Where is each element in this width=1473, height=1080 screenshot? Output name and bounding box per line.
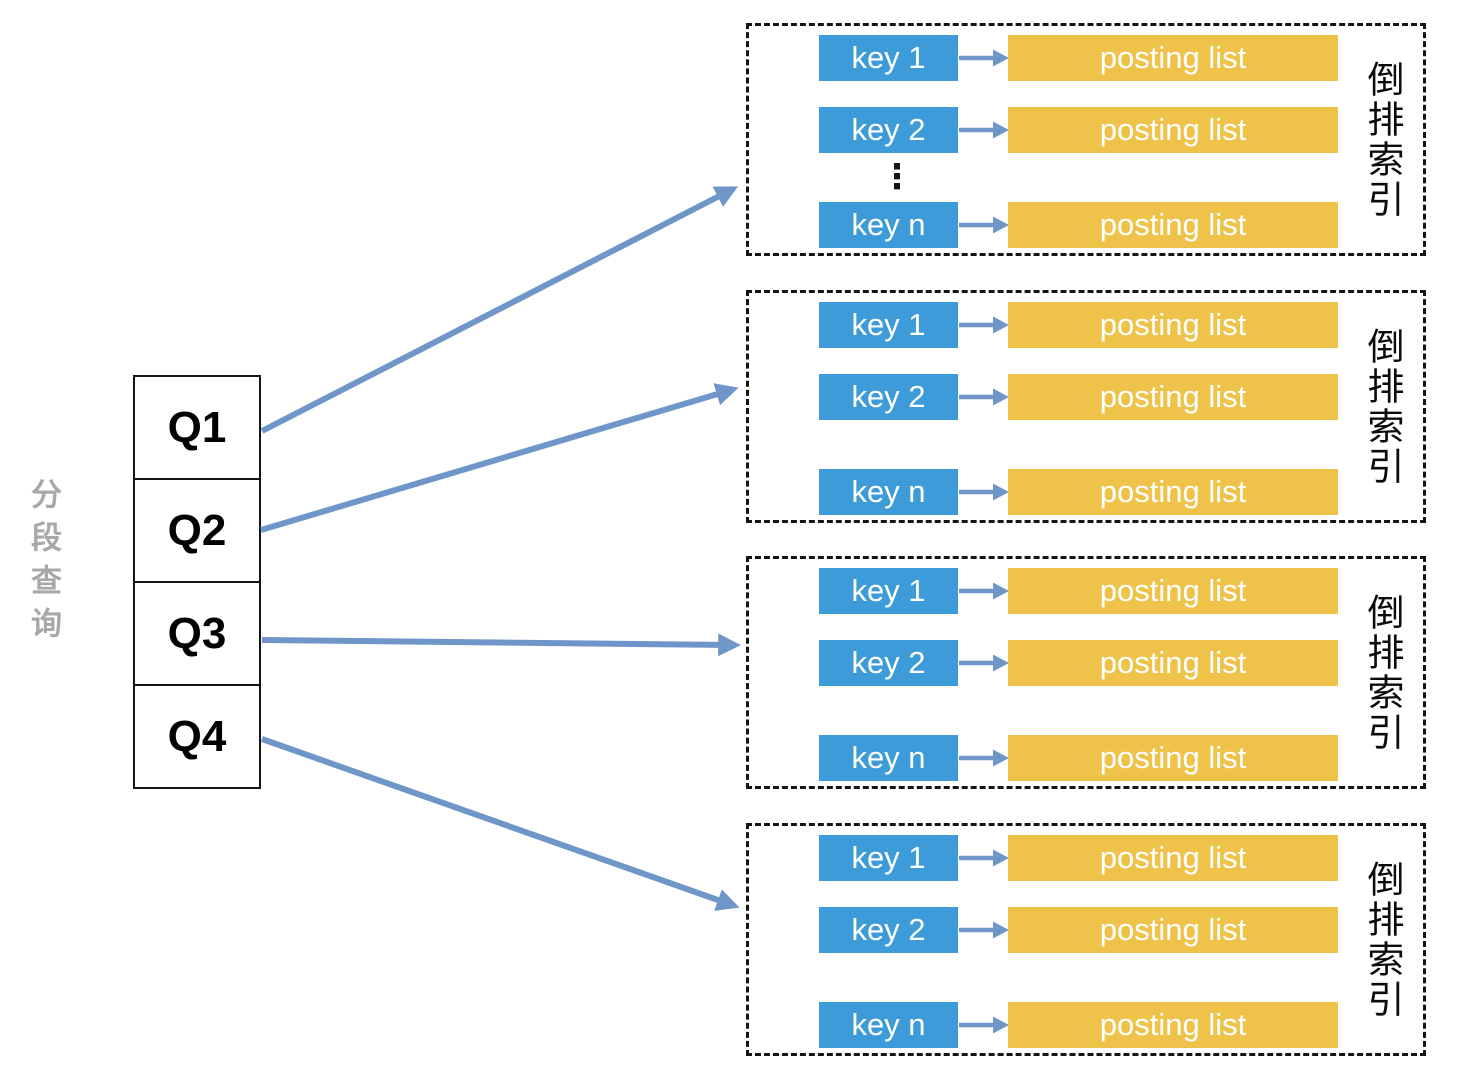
posting-list-label: posting list — [1099, 379, 1247, 414]
arrow-q2-to-index2 — [260, 383, 739, 533]
index-row: key 1 posting list — [749, 302, 1423, 348]
key-label: key n — [851, 1007, 926, 1042]
key-label: key 2 — [851, 645, 926, 680]
query-cell: Q2 — [135, 480, 259, 583]
arrow-q1-to-index1 — [260, 186, 739, 434]
posting-list-label: posting list — [1099, 840, 1247, 875]
query-cell-label: Q4 — [167, 711, 227, 761]
key-to-posting-arrow — [959, 483, 1009, 501]
inverted-index-group-1: key 1 posting list key 2 posting list ke… — [746, 23, 1426, 256]
query-cell-label: Q2 — [167, 505, 227, 555]
key-box: key n — [819, 469, 958, 515]
posting-list-box: posting list — [1008, 202, 1338, 248]
posting-list-label: posting list — [1099, 307, 1247, 342]
posting-list-box: posting list — [1008, 640, 1338, 686]
vertical-ellipsis: ⋮ — [880, 157, 914, 197]
key-box: key n — [819, 1002, 958, 1048]
key-box: key 1 — [819, 35, 958, 81]
query-stack: Q1 Q2 Q3 Q4 — [133, 375, 261, 789]
index-row: key 2 posting list — [749, 374, 1423, 420]
key-to-posting-arrow — [959, 749, 1009, 767]
query-cell-label: Q3 — [167, 608, 227, 658]
posting-list-label: posting list — [1099, 740, 1247, 775]
key-to-posting-arrow — [959, 49, 1009, 67]
key-to-posting-arrow — [959, 216, 1009, 234]
posting-list-box: posting list — [1008, 568, 1338, 614]
index-row: key n posting list — [749, 1002, 1423, 1048]
key-box: key n — [819, 202, 958, 248]
query-cell: Q1 — [135, 377, 259, 480]
key-label: key n — [851, 740, 926, 775]
posting-list-label: posting list — [1099, 645, 1247, 680]
posting-list-box: posting list — [1008, 835, 1338, 881]
posting-list-box: posting list — [1008, 907, 1338, 953]
index-row: key n posting list — [749, 202, 1423, 248]
inverted-index-label: 倒排索引 — [1362, 326, 1403, 487]
key-box: key 1 — [819, 835, 958, 881]
index-row: key 1 posting list — [749, 35, 1423, 81]
key-to-posting-arrow — [959, 1016, 1009, 1034]
posting-list-label: posting list — [1099, 112, 1247, 147]
inverted-index-label: 倒排索引 — [1362, 592, 1403, 753]
segmented-query-label: 分段查询 — [26, 478, 61, 650]
index-row: key 2 posting list — [749, 107, 1423, 153]
inverted-index-group-3: key 1 posting list key 2 posting list ke… — [746, 556, 1426, 789]
query-cell-label: Q1 — [167, 402, 227, 452]
key-to-posting-arrow — [959, 121, 1009, 139]
inverted-index-label: 倒排索引 — [1362, 859, 1403, 1020]
key-box: key 2 — [819, 640, 958, 686]
key-to-posting-arrow — [959, 849, 1009, 867]
key-box: key n — [819, 735, 958, 781]
inverted-index-group-4: key 1 posting list key 2 posting list ke… — [746, 823, 1426, 1056]
index-row: key n posting list — [749, 469, 1423, 515]
key-box: key 2 — [819, 374, 958, 420]
inverted-index-label: 倒排索引 — [1362, 59, 1403, 220]
posting-list-label: posting list — [1099, 474, 1247, 509]
posting-list-label: posting list — [1099, 40, 1247, 75]
key-label: key n — [851, 207, 926, 242]
key-to-posting-arrow — [959, 654, 1009, 672]
key-label: key 1 — [851, 573, 926, 608]
key-label: key 1 — [851, 40, 926, 75]
index-row: key 2 posting list — [749, 907, 1423, 953]
query-cell: Q4 — [135, 686, 259, 787]
index-row: key n posting list — [749, 735, 1423, 781]
posting-list-label: posting list — [1099, 912, 1247, 947]
key-to-posting-arrow — [959, 582, 1009, 600]
index-row: key 1 posting list — [749, 568, 1423, 614]
key-label: key 2 — [851, 112, 926, 147]
key-label: key 1 — [851, 840, 926, 875]
index-row: key 2 posting list — [749, 640, 1423, 686]
key-label: key 2 — [851, 912, 926, 947]
key-box: key 1 — [819, 568, 958, 614]
key-to-posting-arrow — [959, 388, 1009, 406]
posting-list-box: posting list — [1008, 107, 1338, 153]
arrow-q3-to-index3 — [261, 633, 741, 657]
posting-list-label: posting list — [1099, 573, 1247, 608]
key-box: key 1 — [819, 302, 958, 348]
posting-list-box: posting list — [1008, 1002, 1338, 1048]
key-label: key 2 — [851, 379, 926, 414]
index-row: key 1 posting list — [749, 835, 1423, 881]
key-label: key 1 — [851, 307, 926, 342]
posting-list-label: posting list — [1099, 207, 1247, 242]
posting-list-box: posting list — [1008, 374, 1338, 420]
posting-list-box: posting list — [1008, 35, 1338, 81]
posting-list-box: posting list — [1008, 735, 1338, 781]
key-box: key 2 — [819, 107, 958, 153]
arrow-q4-to-index4 — [261, 736, 740, 911]
inverted-index-group-2: key 1 posting list key 2 posting list ke… — [746, 290, 1426, 523]
key-box: key 2 — [819, 907, 958, 953]
key-to-posting-arrow — [959, 316, 1009, 334]
posting-list-box: posting list — [1008, 469, 1338, 515]
posting-list-box: posting list — [1008, 302, 1338, 348]
query-cell: Q3 — [135, 583, 259, 686]
key-label: key n — [851, 474, 926, 509]
posting-list-label: posting list — [1099, 1007, 1247, 1042]
key-to-posting-arrow — [959, 921, 1009, 939]
